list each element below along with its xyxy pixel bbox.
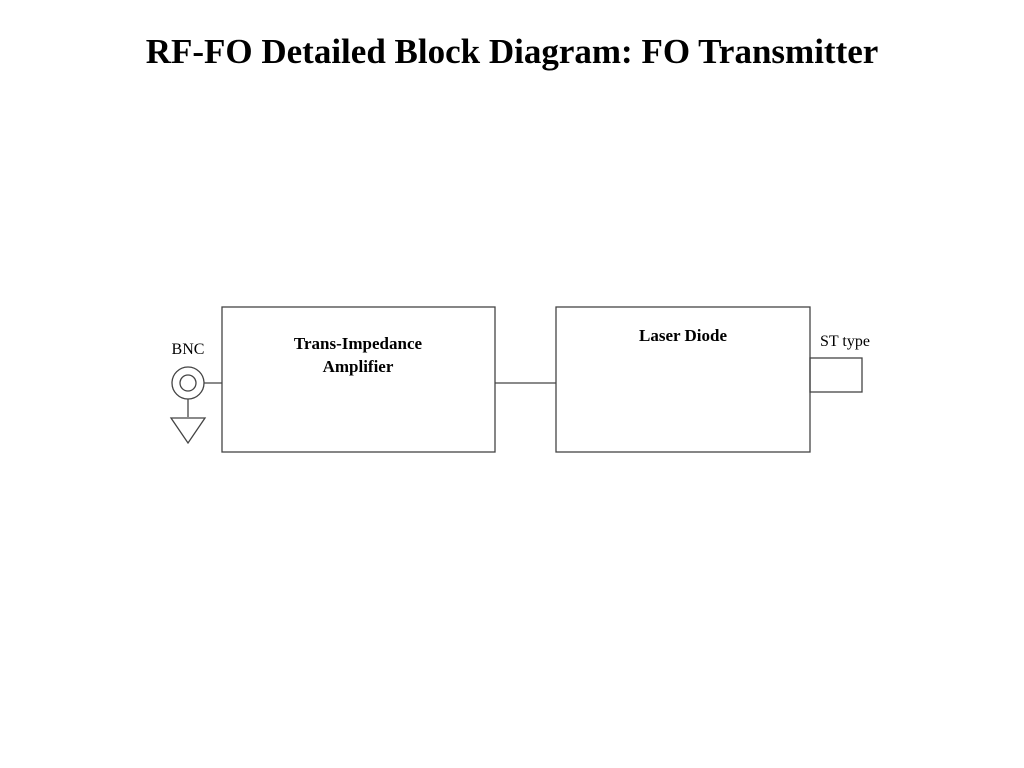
bnc-label: BNC <box>172 341 205 358</box>
st-type-label: ST type <box>820 333 870 350</box>
ground-icon <box>169 399 207 445</box>
page-title: RF-FO Detailed Block Diagram: FO Transmi… <box>145 32 879 71</box>
amplifier-block <box>221 306 496 453</box>
laser-diode-label: Laser Diode <box>639 326 727 345</box>
bnc-connector-icon <box>171 366 205 400</box>
st-connector <box>809 357 863 393</box>
amplifier-label-line1: Trans-Impedance <box>294 334 423 353</box>
amplifier-label-line2: Amplifier <box>323 357 394 376</box>
